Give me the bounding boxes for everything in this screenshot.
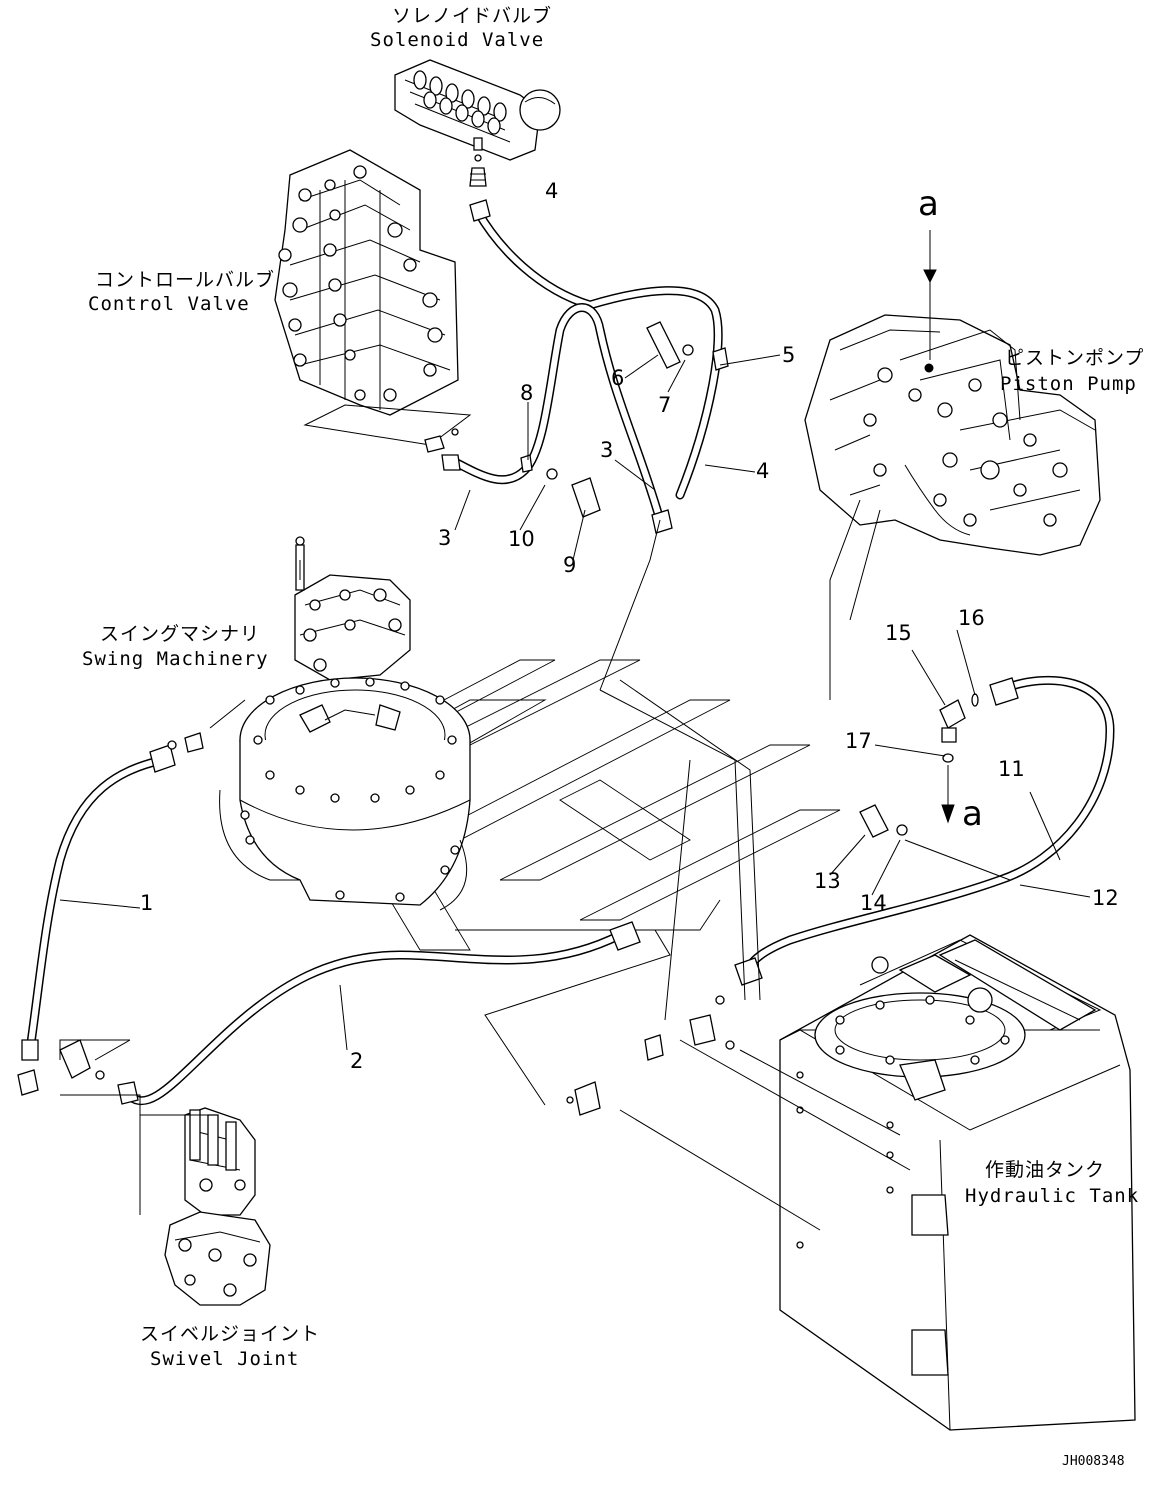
- hose-1: [21, 744, 176, 1061]
- hydraulic-tank-label-en: Hydraulic Tank: [965, 1185, 1139, 1207]
- solenoid-valve-label-en: Solenoid Valve: [370, 29, 544, 51]
- callout-12: 12: [1092, 886, 1119, 910]
- piston-pump-assembly: [804, 314, 1101, 556]
- hydraulic-tank-assembly: [779, 934, 1136, 1431]
- control-valve-label-jp: コントロールバルブ: [95, 268, 275, 291]
- hose-3: [441, 303, 673, 534]
- callout-7: 7: [658, 393, 671, 417]
- piston-pump-label-jp: ピストンポンプ: [1005, 347, 1144, 369]
- callout-5: 5: [782, 343, 795, 367]
- callout-17: 17: [845, 729, 872, 753]
- callout-10: 10: [508, 527, 535, 551]
- drawing-number: JH008348: [1062, 1454, 1125, 1469]
- callout-13: 13: [814, 869, 841, 893]
- callout-1: 1: [140, 891, 153, 915]
- control-valve-assembly: [274, 149, 472, 453]
- callout-15: 15: [885, 621, 912, 645]
- swivel-joint-label-en: Swivel Joint: [150, 1348, 299, 1370]
- hose-2: [117, 921, 641, 1106]
- piston-pump-label-en: Piston Pump: [1000, 373, 1137, 395]
- view-label-a-bottom: a: [962, 794, 983, 834]
- callout-11: 11: [998, 757, 1025, 781]
- swivel-joint-assembly: [164, 1107, 271, 1306]
- control-valve-label-en: Control Valve: [88, 293, 250, 315]
- callout-8: 8: [520, 381, 533, 405]
- view-label-a-top: a: [918, 184, 939, 224]
- view-arrows: [923, 269, 955, 824]
- swing-machinery-label-jp: スイングマシナリ: [100, 623, 260, 645]
- solenoid-valve-assembly: [394, 59, 561, 187]
- callout-6: 6: [611, 366, 624, 390]
- hydraulic-tank-label-jp: 作動油タンク: [985, 1159, 1105, 1181]
- leader-lines: [59, 230, 1091, 1231]
- callout-9: 9: [563, 553, 576, 577]
- callout-16: 16: [958, 606, 985, 630]
- swing-machinery-assembly: [219, 536, 471, 911]
- callout-3-right: 3: [600, 438, 613, 462]
- callout-2: 2: [350, 1049, 363, 1073]
- hose-11: [734, 675, 1115, 986]
- callout-14: 14: [860, 891, 887, 915]
- callout-4-right: 4: [756, 459, 769, 483]
- solenoid-valve-label-jp: ソレノイドバルブ: [392, 4, 552, 27]
- hose-4: [469, 199, 723, 500]
- swing-machinery-label-en: Swing Machinery: [82, 648, 269, 670]
- callout-3-left: 3: [438, 526, 451, 550]
- swivel-joint-label-jp: スイベルジョイント: [140, 1323, 320, 1345]
- callout-4-top: 4: [545, 179, 558, 203]
